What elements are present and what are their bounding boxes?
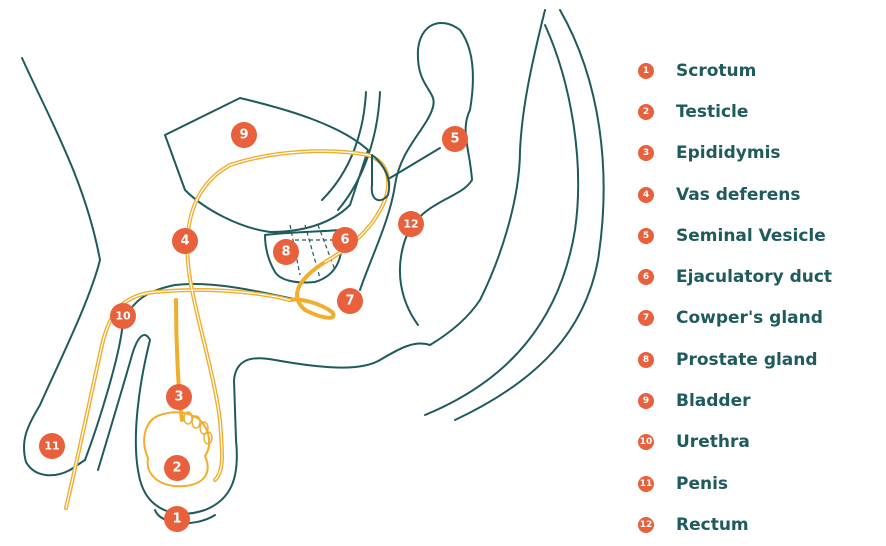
legend-number: 5 (638, 228, 654, 244)
svg-text:2: 2 (172, 461, 181, 476)
legend-item-urethra: 10 Urethra (638, 422, 886, 463)
svg-text:9: 9 (239, 128, 248, 143)
legend: 1 Scrotum 2 Testicle 3 Epididymis 4 Vas defe… (638, 50, 886, 546)
legend-number: 6 (638, 269, 654, 285)
legend-number: 7 (638, 310, 654, 326)
badge-scrotum: 1 (164, 506, 190, 532)
legend-number: 3 (638, 145, 654, 161)
legend-item-prostate-gland: 8 Prostate gland (638, 339, 886, 380)
svg-text:8: 8 (281, 245, 290, 260)
legend-label: Testicle (676, 102, 748, 122)
legend-item-epididymis: 3 Epididymis (638, 133, 886, 174)
svg-text:11: 11 (44, 440, 59, 453)
bladder-tube-1 (322, 92, 366, 200)
badge-epididymis: 3 (166, 384, 192, 410)
legend-number: 4 (638, 187, 654, 203)
vas-deferens (187, 151, 388, 480)
seminal-vesicle-leader (390, 148, 440, 178)
legend-label: Ejaculatory duct (676, 267, 832, 287)
legend-number: 1 (638, 63, 654, 79)
rectum-outline (430, 10, 545, 345)
legend-item-testicle: 2 Testicle (638, 91, 886, 132)
legend-label: Epididymis (676, 143, 781, 163)
spine-outline (455, 10, 604, 420)
badge-prostate: 8 (273, 239, 299, 265)
legend-number: 8 (638, 352, 654, 368)
badge-testicle: 2 (164, 455, 190, 481)
legend-item-bladder: 9 Bladder (638, 380, 886, 421)
legend-label: Cowper's gland (676, 308, 823, 328)
legend-item-scrotum: 1 Scrotum (638, 50, 886, 91)
legend-label: Scrotum (676, 61, 756, 81)
legend-item-seminal-vesicle: 5 Seminal Vesicle (638, 215, 886, 256)
epididymis-coils (184, 412, 212, 444)
svg-text:7: 7 (345, 294, 354, 309)
legend-label: Urethra (676, 432, 750, 452)
badge-cowpers-gland: 7 (337, 288, 363, 314)
legend-item-cowpers-gland: 7 Cowper's gland (638, 298, 886, 339)
legend-label: Seminal Vesicle (676, 226, 826, 246)
badge-vas-deferens: 4 (172, 228, 198, 254)
legend-item-ejaculatory-duct: 6 Ejaculatory duct (638, 256, 886, 297)
legend-number: 9 (638, 393, 654, 409)
legend-label: Prostate gland (676, 350, 818, 370)
penis-inner-outline (98, 335, 150, 480)
svg-text:12: 12 (403, 218, 418, 231)
legend-label: Bladder (676, 391, 751, 411)
scrotum-outline (140, 343, 430, 513)
legend-number: 10 (638, 434, 654, 450)
badge-penis: 11 (39, 433, 65, 459)
legend-label: Rectum (676, 515, 749, 535)
badge-ejaculatory-duct: 6 (332, 227, 358, 253)
svg-text:1: 1 (172, 512, 181, 527)
badge-urethra: 10 (110, 303, 136, 329)
legend-item-penis: 11 Penis (638, 463, 886, 504)
legend-number: 11 (638, 476, 654, 492)
legend-label: Vas deferens (676, 185, 801, 205)
svg-text:3: 3 (174, 390, 183, 405)
vas-deferens-inner (187, 151, 388, 480)
legend-number: 2 (638, 104, 654, 120)
badge-seminal-vesicle: 5 (442, 126, 468, 152)
legend-item-vas-deferens: 4 Vas deferens (638, 174, 886, 215)
legend-item-rectum: 12 Rectum (638, 504, 886, 545)
back-outline (425, 25, 578, 415)
badge-bladder: 9 (231, 122, 257, 148)
svg-text:4: 4 (180, 234, 189, 249)
badge-rectum: 12 (398, 211, 424, 237)
rectum-inner (360, 23, 473, 325)
svg-text:10: 10 (115, 310, 131, 323)
svg-text:6: 6 (340, 233, 349, 248)
legend-number: 12 (638, 517, 654, 533)
legend-label: Penis (676, 474, 728, 494)
bladder-outline (165, 98, 368, 232)
svg-text:5: 5 (450, 132, 459, 147)
